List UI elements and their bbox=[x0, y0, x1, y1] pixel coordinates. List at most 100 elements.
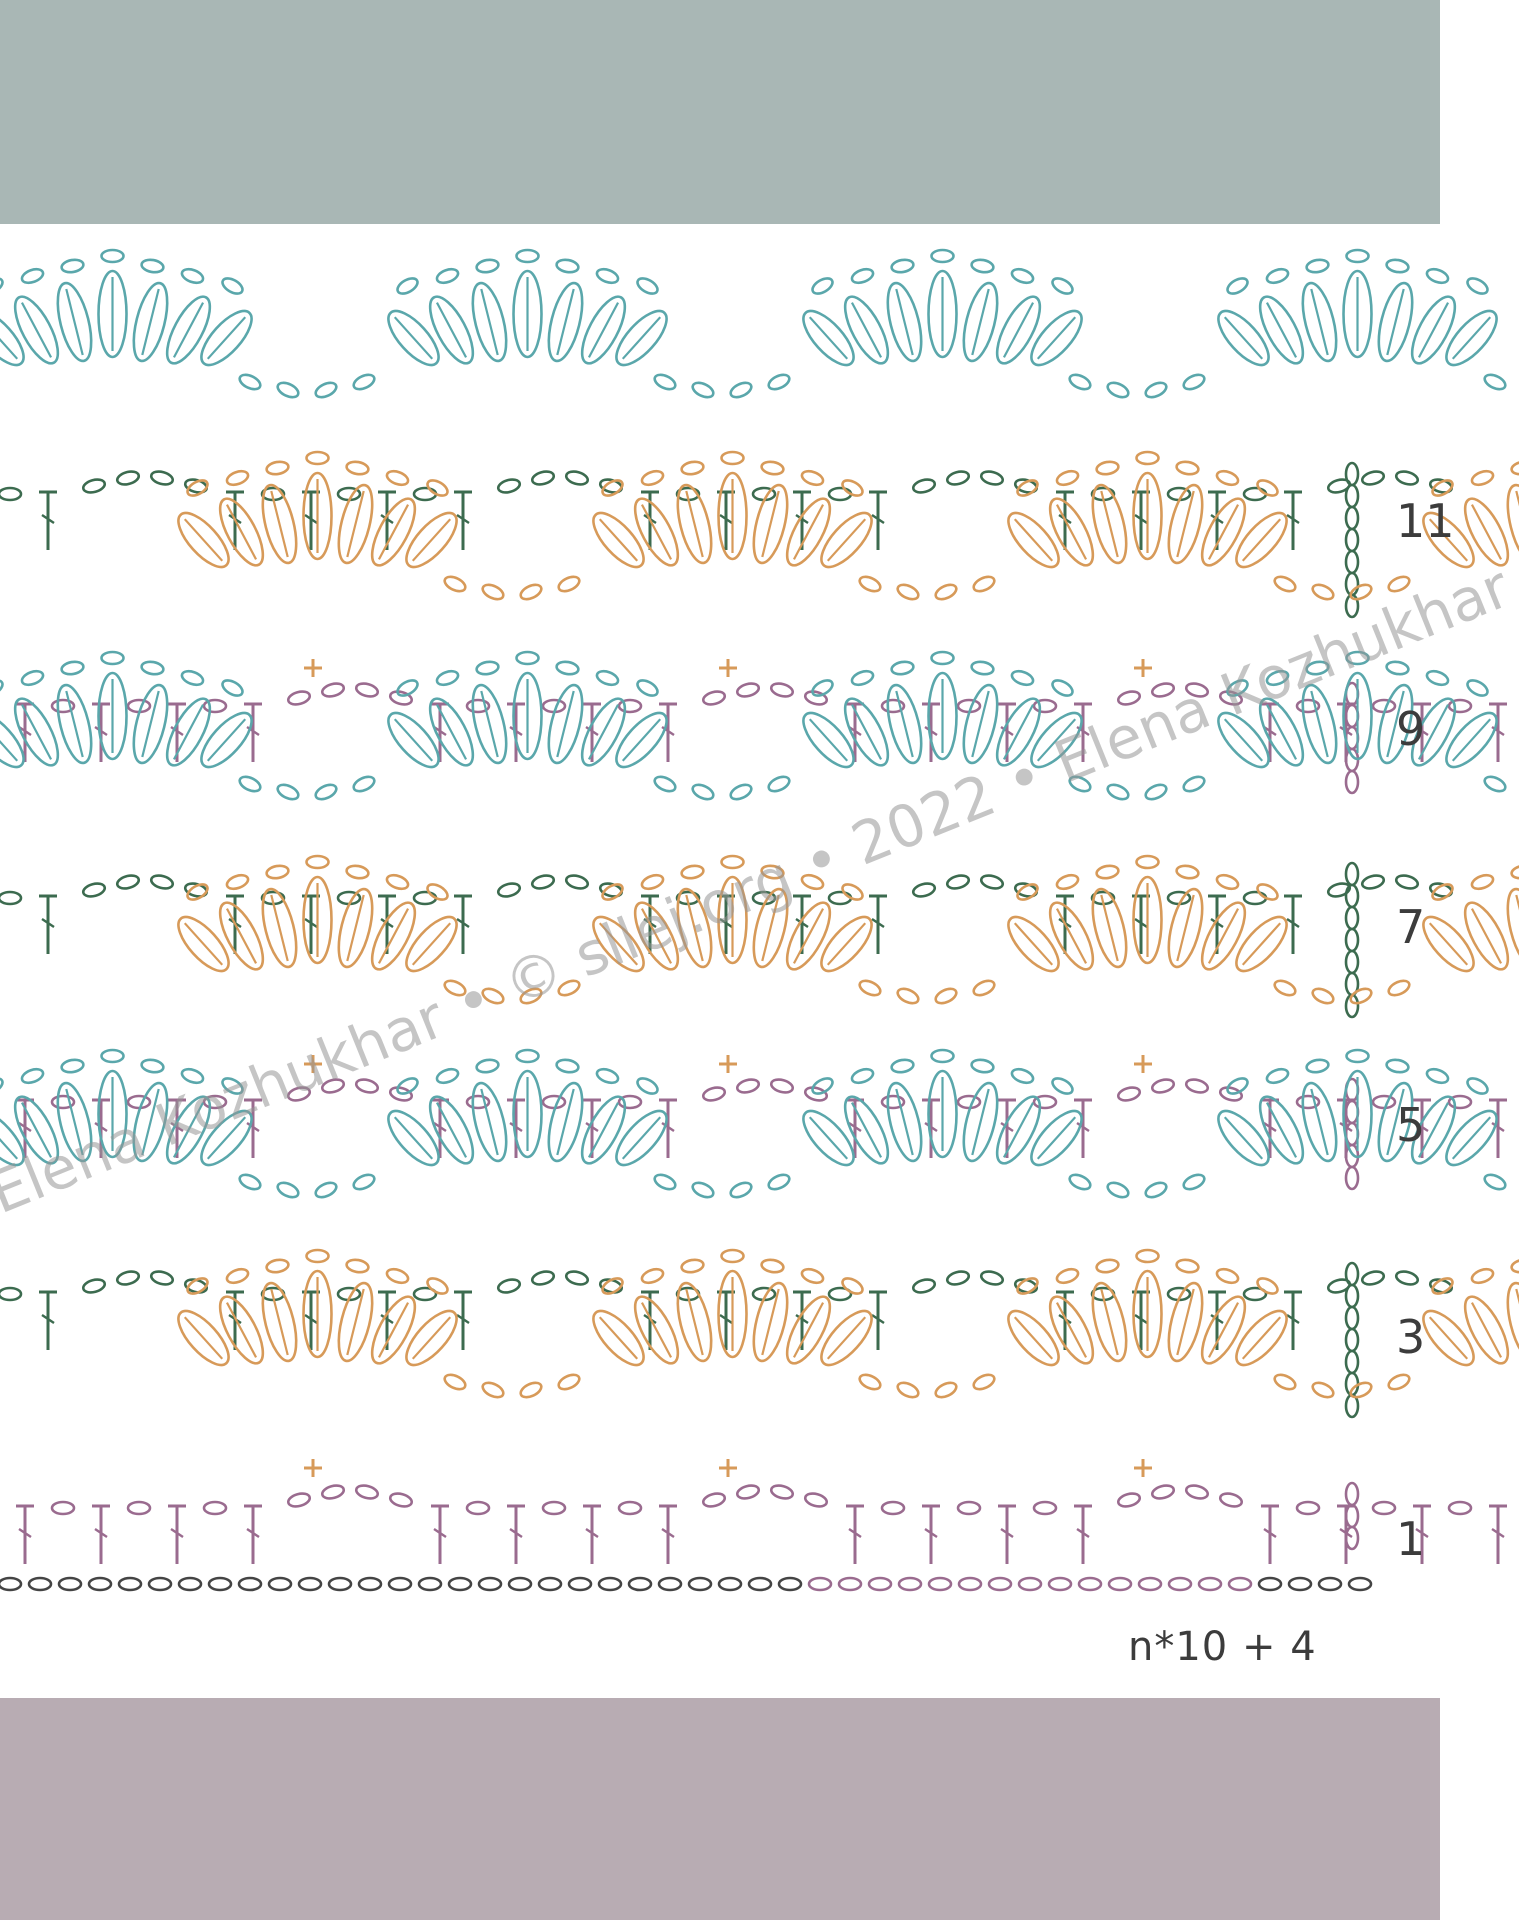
chain-stitch bbox=[911, 882, 937, 898]
chain-stitch bbox=[858, 575, 882, 593]
chain-stitch bbox=[841, 479, 864, 497]
double-crochet-stitch bbox=[719, 1314, 733, 1324]
chain-stitch bbox=[567, 1576, 593, 1592]
chain-stitch bbox=[225, 873, 250, 891]
chain-stitch bbox=[896, 583, 920, 601]
chain-stitch bbox=[238, 775, 262, 793]
chain-stitch bbox=[653, 1173, 677, 1191]
double-crochet-stitch bbox=[433, 1528, 447, 1538]
treble-stitch bbox=[480, 690, 499, 758]
chain-stitch bbox=[717, 1576, 743, 1592]
chain-stitch bbox=[1360, 1270, 1386, 1286]
chain-stitch bbox=[760, 864, 785, 880]
treble-stitch bbox=[685, 894, 704, 962]
treble-stitch bbox=[1036, 718, 1077, 762]
chain-stitch bbox=[811, 277, 834, 295]
treble-stitch bbox=[346, 490, 365, 558]
chain-stitch bbox=[115, 470, 141, 486]
chain-stitch bbox=[352, 373, 376, 391]
double-crochet-stitch bbox=[18, 1528, 32, 1538]
chain-stitch bbox=[57, 1576, 83, 1592]
chain-stitch bbox=[202, 698, 228, 714]
chain-stitch bbox=[443, 575, 467, 593]
chain-stitch bbox=[617, 1094, 643, 1110]
chain-stitch bbox=[691, 1181, 715, 1199]
chain-stitch bbox=[396, 277, 419, 295]
chain-stitch bbox=[276, 783, 300, 801]
treble-stitch bbox=[761, 1288, 780, 1356]
chain-stitch bbox=[426, 1277, 449, 1295]
treble-stitch bbox=[792, 1302, 825, 1358]
treble-stitch bbox=[1048, 497, 1095, 567]
treble-stitch bbox=[792, 908, 825, 964]
double-crochet-stitch bbox=[1286, 514, 1300, 524]
treble-stitch bbox=[405, 511, 458, 569]
chain-stitch bbox=[890, 1058, 915, 1074]
chain-stitch bbox=[807, 1576, 833, 1592]
double-crochet-stitch bbox=[41, 1314, 55, 1324]
chain-stitch bbox=[1257, 1576, 1283, 1592]
double-crochet-stitch bbox=[795, 1314, 809, 1324]
treble-stitch bbox=[802, 711, 855, 769]
treble-stitch bbox=[717, 471, 748, 561]
chain-stitch bbox=[426, 883, 449, 901]
chain-stitch bbox=[800, 873, 825, 891]
treble-stitch bbox=[56, 683, 93, 765]
treble-stitch bbox=[1013, 922, 1054, 966]
chain-stitch bbox=[1483, 373, 1507, 391]
chain-stitch bbox=[595, 1067, 620, 1085]
double-crochet-stitch bbox=[1210, 918, 1224, 928]
chain-stitch bbox=[1016, 883, 1039, 901]
chain-stitch bbox=[1167, 1576, 1193, 1592]
chain-stitch bbox=[435, 669, 460, 687]
double-crochet-stitch bbox=[1415, 726, 1429, 736]
treble-stitch bbox=[587, 302, 620, 358]
chain-stitch bbox=[81, 1278, 107, 1294]
chain-stitch bbox=[515, 1048, 540, 1064]
chain-stitch bbox=[557, 575, 581, 593]
double-crochet-stitch bbox=[585, 1122, 599, 1132]
double-crochet-stitch bbox=[1210, 514, 1224, 524]
chain-stitch bbox=[930, 650, 955, 666]
treble-stitch bbox=[1048, 1295, 1095, 1365]
treble-stitch bbox=[1451, 718, 1492, 762]
treble-stitch bbox=[1241, 922, 1282, 966]
chain-stitch bbox=[1095, 1258, 1120, 1274]
chain-stitch bbox=[1218, 1492, 1244, 1508]
chain-stitch bbox=[945, 1270, 971, 1286]
chain-stitch bbox=[1344, 1327, 1360, 1353]
treble-stitch bbox=[1470, 908, 1503, 964]
chain-stitch bbox=[1135, 450, 1160, 466]
treble-stitch bbox=[971, 1088, 990, 1156]
treble-stitch bbox=[1030, 1109, 1083, 1167]
chain-stitch bbox=[286, 1492, 312, 1508]
chain-stitch bbox=[1226, 679, 1249, 697]
double-crochet-stitch bbox=[924, 1528, 938, 1538]
treble-stitch bbox=[761, 490, 780, 558]
treble-stitch bbox=[962, 683, 999, 765]
double-crochet-stitch bbox=[1000, 1122, 1014, 1132]
chain-stitch bbox=[767, 1173, 791, 1191]
chain-stitch bbox=[1371, 1500, 1397, 1516]
chain-stitch bbox=[1295, 698, 1321, 714]
double-crochet-stitch bbox=[170, 1122, 184, 1132]
chain-stitch bbox=[800, 1267, 825, 1285]
chain-stitch bbox=[100, 1048, 125, 1064]
chain-stitch bbox=[1344, 1305, 1360, 1331]
chain-stitch bbox=[987, 1576, 1013, 1592]
chain-stitch bbox=[149, 470, 175, 486]
chain-stitch bbox=[1510, 1258, 1519, 1274]
chain-stitch bbox=[979, 1270, 1005, 1286]
chain-stitch bbox=[186, 479, 209, 497]
treble-stitch bbox=[1422, 511, 1475, 569]
treble-stitch bbox=[580, 295, 627, 365]
double-crochet-stitch bbox=[18, 1122, 32, 1132]
chain-stitch bbox=[897, 1576, 923, 1592]
chain-stitch bbox=[1344, 461, 1360, 487]
chain-stitch bbox=[1344, 703, 1360, 729]
treble-stitch bbox=[1445, 711, 1498, 769]
treble-stitch bbox=[971, 288, 990, 356]
treble-stitch bbox=[1200, 901, 1247, 971]
chain-stitch bbox=[202, 1094, 228, 1110]
treble-stitch bbox=[592, 1309, 645, 1367]
